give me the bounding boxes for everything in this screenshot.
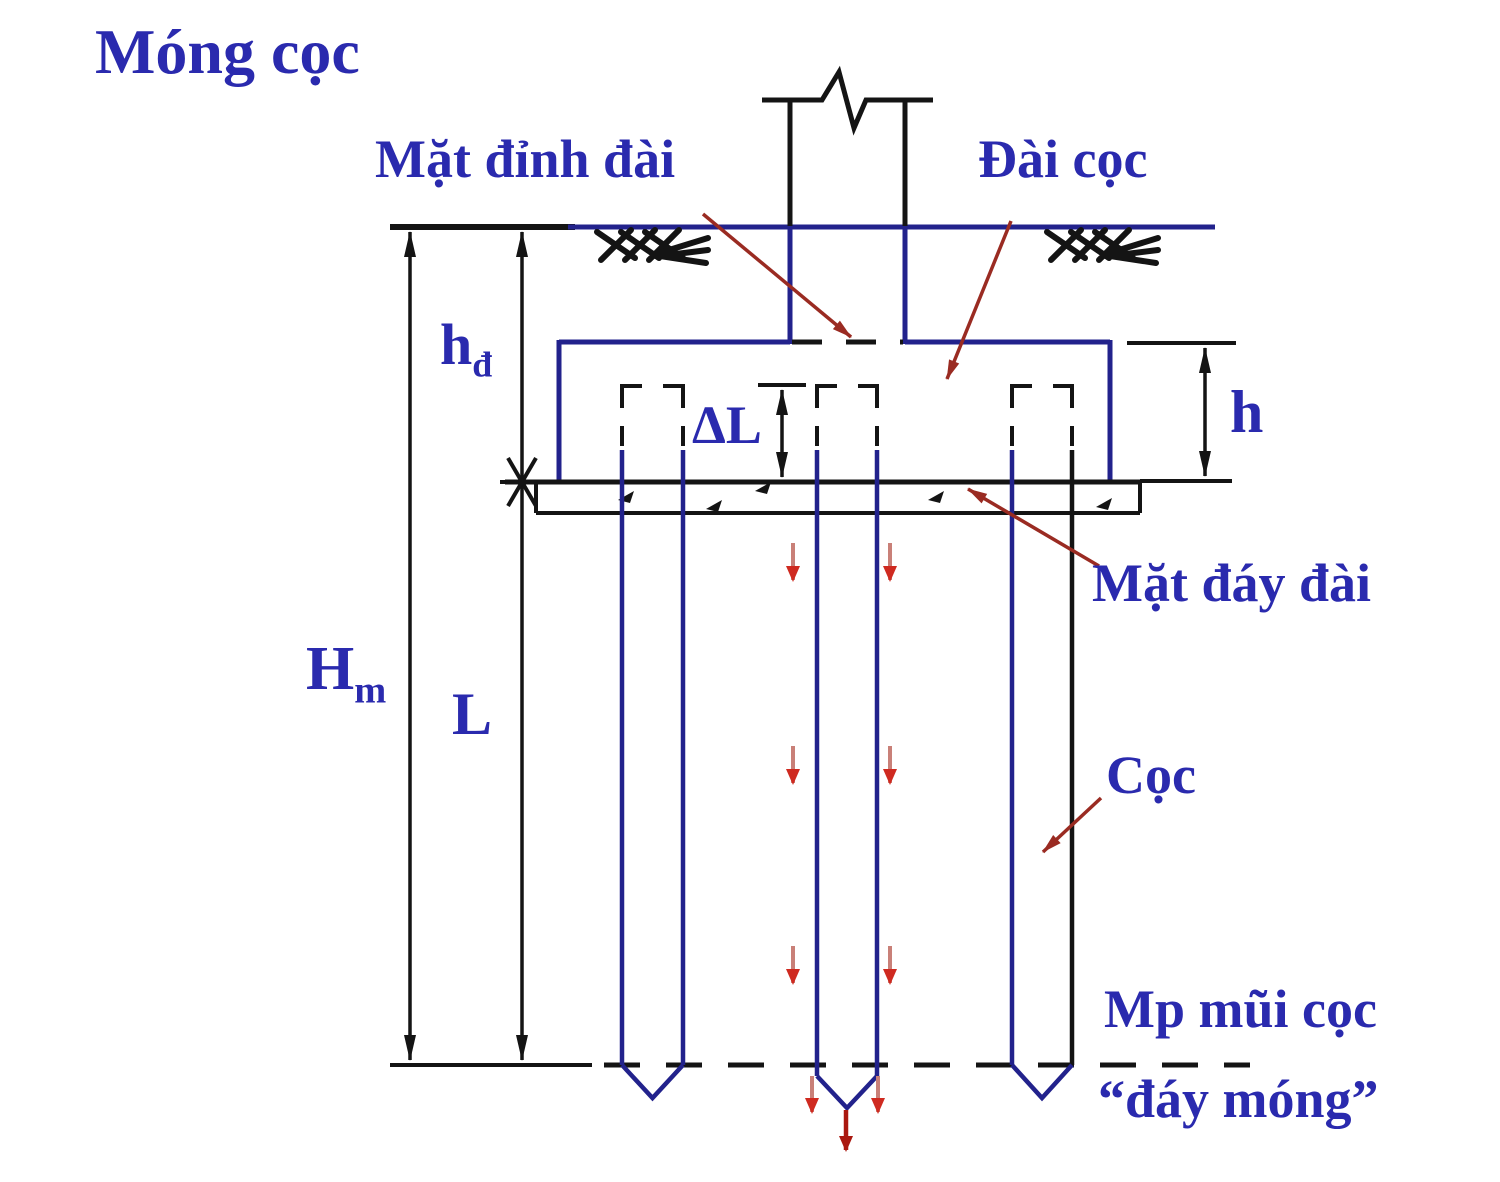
- label-pile-cap: Đài cọc: [978, 129, 1148, 189]
- pile-cap: [556, 339, 1113, 482]
- arrow-pile-cap: [945, 220, 1013, 380]
- pile-middle-tip: [815, 1074, 879, 1112]
- pile-right-tip: [1010, 1063, 1074, 1102]
- column-break-icon: [762, 65, 933, 136]
- dim-label-hd: hđ: [440, 316, 492, 383]
- dim-hd-sub: đ: [472, 344, 493, 385]
- annotation-arrows: [701, 212, 1103, 854]
- pile-left: [619, 450, 686, 1102]
- dim-Hm-base: H: [306, 635, 355, 703]
- soil-hatch-right-icon: [1044, 227, 1161, 266]
- pile-right: [1009, 450, 1075, 1102]
- friction-arrows: [786, 543, 897, 1152]
- label-pile-cap-bottom: Mặt đáy đài: [1092, 553, 1372, 613]
- dimension-hd-L: [500, 231, 546, 1061]
- dim-label-L: L: [452, 681, 493, 747]
- concrete-tick-marks: [618, 482, 1112, 512]
- arrow-pile-cap-bottom: [967, 487, 1100, 568]
- dimension-h: [1127, 341, 1236, 483]
- column: [762, 65, 933, 344]
- lean-concrete-layer: [505, 479, 1142, 515]
- dimension-cross-arrows: [500, 456, 546, 508]
- arrow-pile-cap-top: [701, 212, 853, 339]
- pile-middle: [814, 450, 880, 1112]
- label-foundation-base: “đáy móng”: [1098, 1069, 1379, 1129]
- dim-label-h: h: [1230, 379, 1264, 445]
- dimension-delta-L: [758, 383, 806, 478]
- dim-label-Hm: Hm: [306, 635, 386, 710]
- page-title: Móng cọc: [95, 16, 360, 87]
- pile-left-tip: [620, 1063, 685, 1102]
- pile-embedment-brackets: [620, 384, 1074, 446]
- arrow-pile: [1041, 796, 1103, 854]
- dim-label-delta-L: ΔL: [692, 395, 762, 455]
- label-pile-cap-top: Mặt đỉnh đài: [375, 129, 676, 189]
- dim-Hm-sub: m: [354, 669, 387, 712]
- label-pile: Cọc: [1106, 745, 1196, 805]
- label-pile-tip-plane: Mp mũi cọc: [1104, 979, 1377, 1039]
- soil-hatch-left-icon: [594, 227, 711, 266]
- dim-hd-base: h: [440, 312, 473, 377]
